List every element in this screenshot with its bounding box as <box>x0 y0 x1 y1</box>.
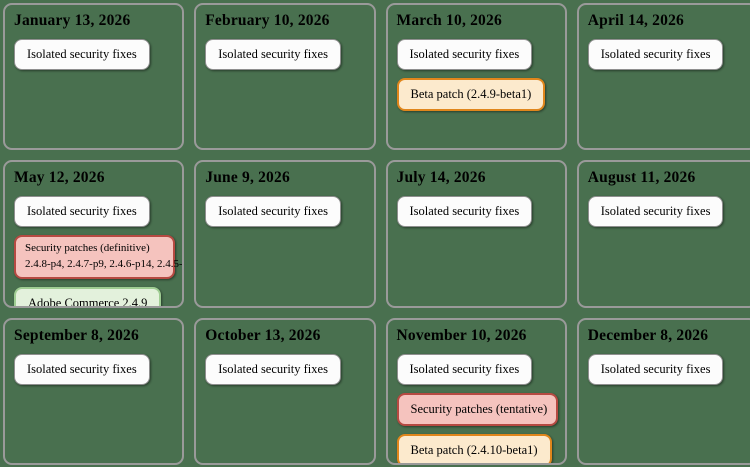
month-title: January 13, 2026 <box>14 12 131 29</box>
month-title: November 10, 2026 <box>396 326 527 344</box>
badge-text: Beta patch (2.4.9-beta1) <box>410 87 532 101</box>
badge-text: Isolated security fixes <box>600 361 711 376</box>
month-title: March 10, 2026 <box>396 12 502 29</box>
badge-isolated-security-fixes: Isolated security fixes <box>205 39 341 70</box>
badge-text: Isolated security fixes <box>218 47 328 61</box>
badge-text: 2.4.8-p4, 2.4.7-p9, 2.4.6-p14, 2.4.5-p16 <box>25 258 185 271</box>
month-cell: September 8, 2026 Isolated security fixe… <box>3 317 185 465</box>
badge-text: Isolated security fixes <box>27 204 137 219</box>
badge-isolated-security-fixes: Isolated security fixes <box>14 353 150 385</box>
badge-text: Beta patch (2.4.10-beta1) <box>410 442 538 457</box>
badge-text: Security patches (tentative) <box>410 401 548 416</box>
badge-isolated-security-fixes: Isolated security fixes <box>14 39 150 70</box>
month-title: September 8, 2026 <box>14 326 139 344</box>
badge-isolated-security-fixes: Isolated security fixes <box>587 196 724 228</box>
month-cell: June 9, 2026 Isolated security fixes <box>194 160 376 308</box>
badge-isolated-security-fixes: Isolated security fixes <box>14 196 150 228</box>
month-cell: July 14, 2026 Isolated security fixes <box>385 160 567 308</box>
month-title: June 9, 2026 <box>205 169 290 187</box>
month-cell: December 8, 2026 Isolated security fixes <box>576 317 750 465</box>
month-title: July 14, 2026 <box>396 169 486 187</box>
month-cell: October 13, 2026 Isolated security fixes <box>194 317 376 465</box>
month-cell: August 11, 2026 Isolated security fixes <box>576 160 750 308</box>
badge-text: Adobe Commerce 2.4.9 <box>28 296 148 308</box>
badge-isolated-security-fixes: Isolated security fixes <box>396 196 533 228</box>
badge-text: Isolated security fixes <box>27 361 137 376</box>
badge-text: Isolated security fixes <box>409 204 520 219</box>
badge-text: Security patches (definitive) <box>25 242 150 255</box>
month-title: December 8, 2026 <box>587 326 709 344</box>
badge-isolated-security-fixes: Isolated security fixes <box>587 353 724 385</box>
badge-beta-patch: Beta patch (2.4.9-beta1) <box>396 78 546 111</box>
badge-isolated-security-fixes: Isolated security fixes <box>205 196 341 228</box>
month-cell: April 14, 2026 Isolated security fixes <box>576 3 750 151</box>
month-cell: November 10, 2026 Isolated security fixe… <box>385 317 567 465</box>
month-title: May 12, 2026 <box>14 169 105 187</box>
month-title: August 11, 2026 <box>587 169 696 187</box>
badge-security-patches: Security patches (tentative) <box>396 392 558 426</box>
badge-text: Isolated security fixes <box>218 204 328 219</box>
badge-beta-patch: Beta patch (2.4.10-beta1) <box>396 433 552 463</box>
badge-isolated-security-fixes: Isolated security fixes <box>587 39 724 70</box>
badge-isolated-security-fixes: Isolated security fixes <box>396 353 533 385</box>
badge-text: Isolated security fixes <box>600 47 711 61</box>
month-title: April 14, 2026 <box>587 12 684 29</box>
month-cell: January 13, 2026 Isolated security fixes <box>3 3 185 151</box>
month-title: October 13, 2026 <box>205 326 321 344</box>
badge-isolated-security-fixes: Isolated security fixes <box>205 353 341 385</box>
badge-text: Isolated security fixes <box>409 361 520 376</box>
badge-text: Isolated security fixes <box>600 204 711 219</box>
badge-text: Isolated security fixes <box>218 361 328 376</box>
badge-release: Adobe Commerce 2.4.9 <box>14 287 162 308</box>
month-title: February 10, 2026 <box>205 12 330 29</box>
badge-isolated-security-fixes: Isolated security fixes <box>396 39 533 70</box>
badge-text: Isolated security fixes <box>27 47 137 61</box>
badge-text: Isolated security fixes <box>409 47 520 61</box>
badge-security-patches: Security patches (definitive) 2.4.8-p4, 2… <box>14 235 185 280</box>
month-cell: February 10, 2026 Isolated security fixe… <box>194 3 376 151</box>
